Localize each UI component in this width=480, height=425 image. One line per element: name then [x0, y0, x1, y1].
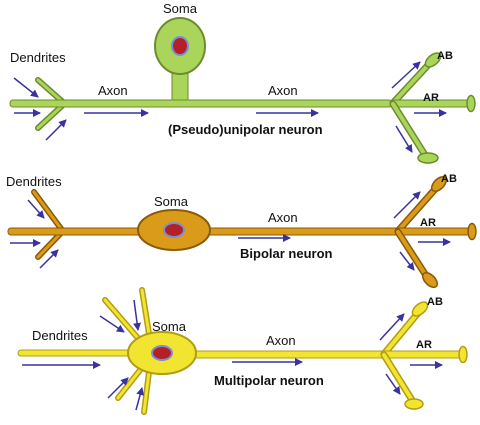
multipolar-arrow-dendrite-5	[135, 387, 145, 411]
unipolar-neuron: Soma Dendrites Axon Axon (Pseudo)unipola…	[9, 1, 476, 164]
bipolar-ar-branch	[397, 227, 473, 236]
multipolar-axon	[189, 350, 387, 359]
multipolar-nucleus	[151, 345, 173, 361]
multipolar-ab-label: AB	[427, 296, 443, 308]
bipolar-title: Bipolar neuron	[240, 246, 333, 261]
unipolar-ar-label: AR	[423, 92, 439, 104]
bipolar-axon-label: Axon	[268, 210, 298, 225]
bipolar-soma-label: Soma	[154, 194, 189, 209]
unipolar-arrow-lower	[395, 125, 413, 153]
multipolar-dendrites-label: Dendrites	[32, 328, 88, 343]
unipolar-axon	[9, 99, 393, 108]
bipolar-dendrites-label: Dendrites	[6, 174, 62, 189]
unipolar-arrow-dendrite-1	[13, 77, 39, 98]
bipolar-arrow-ab	[393, 191, 421, 219]
multipolar-axon-label: Axon	[266, 333, 296, 348]
bipolar-neuron: Soma Dendrites Axon Bipolar neuron AB AR	[6, 173, 477, 289]
multipolar-title: Multipolar neuron	[214, 373, 324, 388]
multipolar-arrow-dendrite-4	[107, 377, 129, 399]
bipolar-nucleus	[163, 222, 185, 238]
multipolar-arrow-ab	[379, 313, 405, 341]
unipolar-axon-label-1: Axon	[98, 83, 128, 98]
multipolar-arrow-dendrite-1	[99, 315, 125, 333]
bipolar-arrow-dendrite-1	[27, 199, 45, 219]
multipolar-ar-branch	[383, 350, 463, 359]
unipolar-soma-label: Soma	[163, 1, 198, 16]
unipolar-axon-label-2: Axon	[268, 83, 298, 98]
bipolar-arrow-dendrite-3	[39, 249, 59, 269]
multipolar-soma-label: Soma	[152, 319, 187, 334]
multipolar-neuron: Soma Dendrites Axon Multipolar neuron AB…	[17, 287, 468, 415]
multipolar-ar-label: AR	[416, 339, 432, 351]
unipolar-nucleus	[171, 36, 189, 56]
unipolar-arrow-dendrite-3	[45, 119, 67, 141]
bipolar-arrow-lower	[399, 251, 415, 271]
multipolar-arrow-lower	[385, 373, 401, 395]
unipolar-ab-label: AB	[437, 50, 453, 62]
unipolar-dendrites-label: Dendrites	[10, 50, 66, 65]
unipolar-title: (Pseudo)unipolar neuron	[168, 122, 323, 137]
multipolar-dendrite-3	[17, 349, 139, 357]
bipolar-ar-label: AR	[420, 217, 436, 229]
multipolar-arrow-dendrite-2	[133, 299, 142, 331]
unipolar-arrow-ab	[391, 61, 421, 89]
bipolar-ab-label: AB	[441, 173, 457, 185]
